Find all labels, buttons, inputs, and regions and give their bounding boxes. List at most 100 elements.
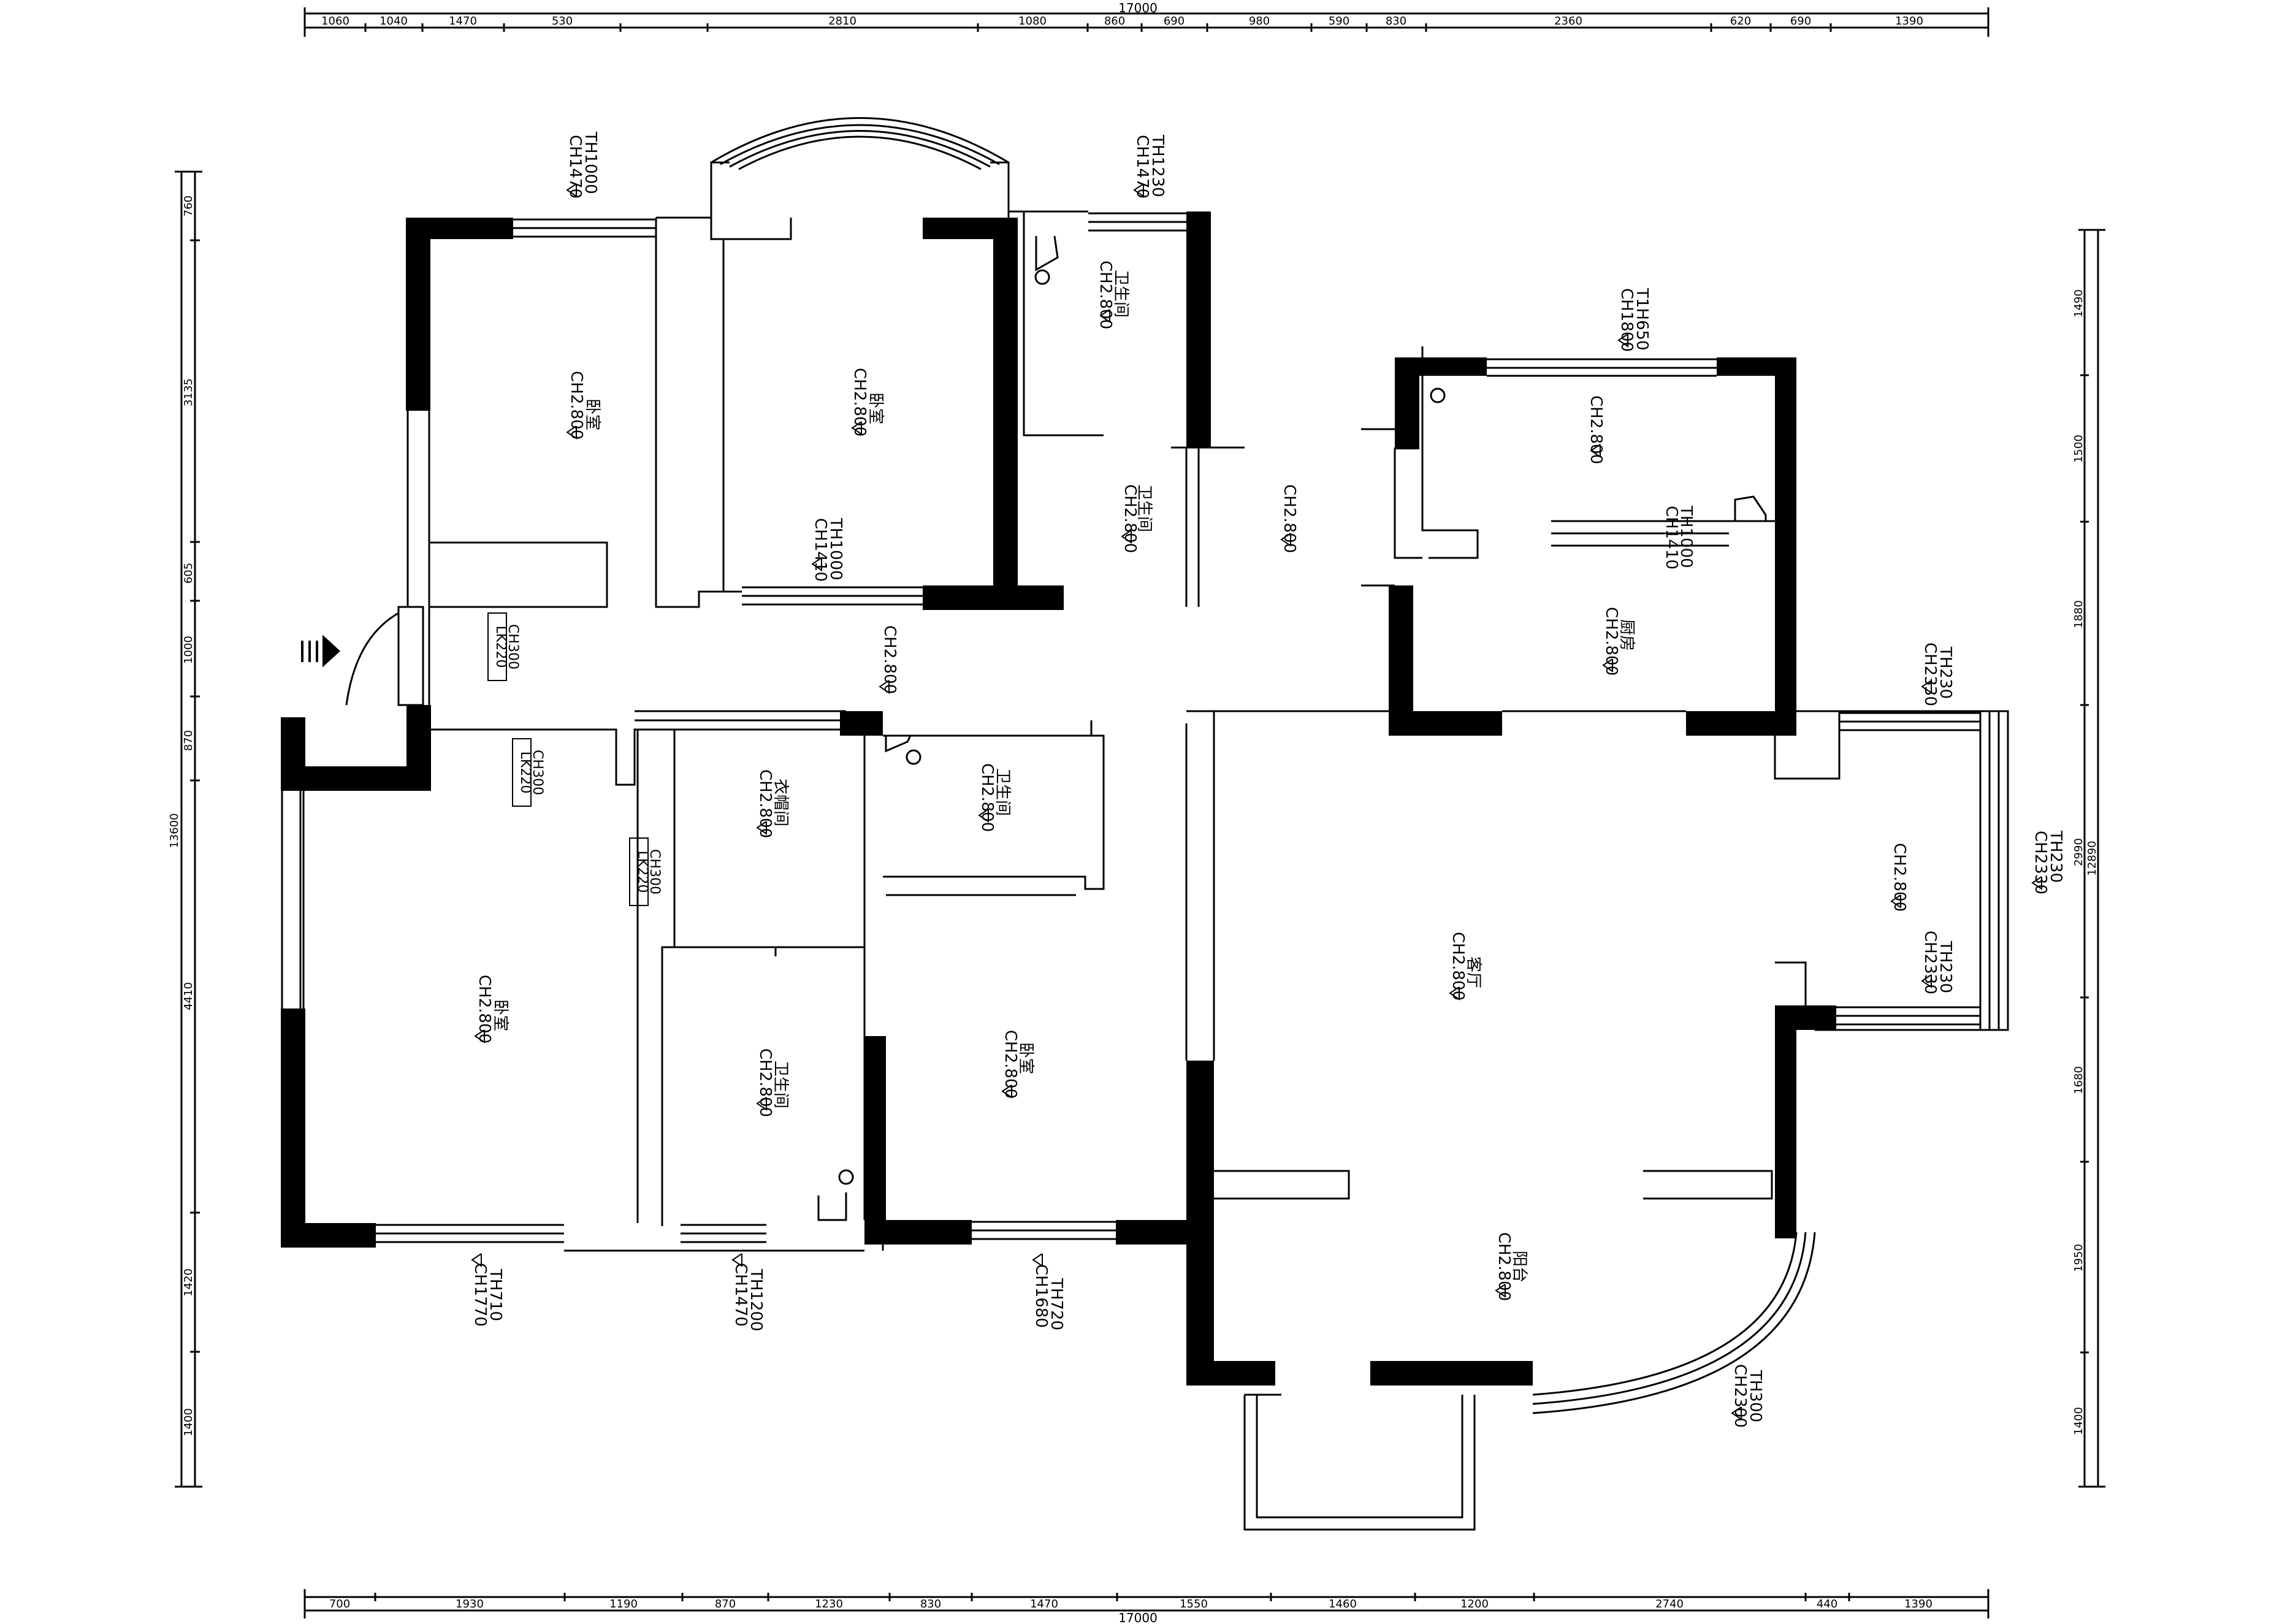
lk-tags: [487, 612, 649, 906]
window-th: TH1230: [1148, 134, 1167, 197]
lk-label: LK220: [493, 626, 508, 668]
lk-label: LK220: [635, 851, 650, 893]
top-dimension-chain: [303, 7, 1990, 37]
dim-label: 440: [1817, 1598, 1837, 1611]
window-ch: CH2300: [1731, 1364, 1749, 1428]
solid-walls: [281, 212, 1836, 1386]
dim-label: 1390: [1904, 1598, 1932, 1611]
dim-label: 620: [1730, 15, 1751, 28]
dim-label: 1470: [1030, 1598, 1058, 1611]
room-name: 厨房: [1617, 619, 1636, 651]
dim-label: 690: [1790, 15, 1811, 28]
dim-label: 2810: [828, 15, 857, 28]
ceiling-height: CH2.800: [1587, 395, 1605, 464]
dim-label: 1930: [456, 1598, 484, 1611]
dim-label: 1400: [2072, 1407, 2085, 1435]
top-total-dimension: 17000: [1118, 1, 1158, 15]
ceiling-height: CH2.800: [1890, 843, 1909, 912]
dim-label: 1400: [182, 1408, 195, 1436]
window-ch: CH1680: [1032, 1264, 1050, 1328]
ch-label: CH300: [647, 849, 662, 894]
window-th: T1H650: [1633, 288, 1651, 351]
left-dimension-chain: [175, 170, 202, 1488]
window-th: TH230: [2047, 830, 2065, 883]
room-name: 卫生间: [1112, 270, 1130, 318]
window-th: TH230: [1936, 646, 1955, 699]
dim-label: 590: [1329, 15, 1349, 28]
ceiling-height: CH2.800: [1495, 1232, 1513, 1301]
lk-label: LK220: [517, 752, 533, 794]
window-th: TH1000: [826, 517, 845, 581]
dim-label: 1460: [1329, 1598, 1357, 1611]
ch-label: CH300: [505, 624, 521, 669]
lk-tag-labels: LK220 CH300 LK220 CH300 LK220 CH300: [493, 624, 662, 894]
window-th: TH720: [1047, 1278, 1066, 1330]
curved-balcony-wall: [1532, 1232, 1816, 1414]
window-ch: CH2330: [1921, 642, 1939, 706]
dim-label: 700: [329, 1598, 350, 1611]
dim-label: 1680: [2072, 1066, 2085, 1094]
dim-label: 1880: [2072, 600, 2085, 628]
dim-label: 1390: [1895, 15, 1923, 28]
window-ch: CH1470: [731, 1263, 750, 1327]
dim-label: 1190: [609, 1598, 638, 1611]
room-name: 卧室: [583, 398, 601, 430]
ceiling-height: CH2.800: [756, 1048, 774, 1117]
dim-label: 1000: [182, 636, 195, 664]
dim-label: 530: [552, 15, 573, 28]
ceiling-height: CH2.800: [1449, 932, 1467, 1001]
window-th: TH710: [486, 1268, 505, 1321]
drain-icon: [906, 749, 921, 765]
room-name: 卧室: [491, 999, 509, 1031]
right-dimension-chain: [2078, 229, 2105, 1488]
window-ch: CH1770: [471, 1263, 489, 1327]
top-dimension-labels: 1060 1040 1470 530 2810 1080 860 690 980…: [321, 15, 1923, 28]
window-th: TH1200: [747, 1268, 765, 1332]
dim-label: 1200: [1460, 1598, 1489, 1611]
room-name: 卫生间: [1135, 484, 1153, 532]
dim-label: 2360: [1554, 15, 1582, 28]
window-th: TH1000: [1677, 505, 1695, 568]
drain-icon: [838, 1169, 854, 1185]
room-labels: 卧室 CH2.800 卧室 CH2.800 卫生间 CH2.800 卫生间 CH…: [475, 261, 1909, 1301]
room-name: 卧室: [1017, 1042, 1035, 1074]
right-total-dimension: 12890: [2086, 841, 2099, 875]
dim-label: 830: [1386, 15, 1406, 28]
dim-label: 830: [920, 1598, 941, 1611]
dim-label: 1950: [2072, 1244, 2085, 1272]
dim-label: 1060: [321, 15, 349, 28]
dim-label: 980: [1249, 15, 1270, 28]
window-ch: CH2330: [1921, 931, 1939, 994]
entry-door: [345, 606, 424, 706]
window-ch: CH1470: [1133, 135, 1151, 199]
dim-label: 2740: [1655, 1598, 1684, 1611]
height-markers: [471, 183, 2042, 1420]
window-ch: CH1410: [1662, 506, 1681, 570]
window-th: TH230: [1936, 940, 1955, 993]
ceiling-height: CH2.800: [1280, 484, 1299, 553]
room-name: 卫生间: [993, 768, 1012, 816]
window-labels: TH1000 CH1470 TH1230 CH1470 TH1000 CH141…: [471, 131, 2065, 1428]
window-ch: CH2330: [2031, 831, 2050, 894]
ch-label: CH300: [530, 750, 545, 795]
bottom-dimension-chain: [303, 1589, 1990, 1618]
window-th: TH300: [1746, 1370, 1765, 1422]
bottom-dimension-labels: 700 1930 1190 870 1230 830 1470 1550 146…: [329, 1598, 1932, 1611]
windows: [281, 212, 1980, 1243]
right-dimension-labels: 12890 1490 1500 1880 2990 1680 1950 1400: [2072, 289, 2099, 1435]
room-name: 卫生间: [771, 1061, 790, 1108]
bottom-total-dimension: 17000: [1118, 1611, 1158, 1624]
ceiling-height: CH2.800: [1096, 261, 1115, 329]
dim-label: 1040: [380, 15, 408, 28]
room-name: 阳台: [1510, 1251, 1528, 1283]
ceiling-height: CH2.800: [1121, 484, 1139, 553]
dim-label: 870: [715, 1598, 736, 1611]
entry-arrow-icon: [301, 635, 340, 668]
window-ch: CH1470: [566, 135, 584, 199]
dim-label: 760: [182, 196, 195, 216]
room-name: 卧室: [866, 392, 885, 424]
ceiling-height: CH2.800: [1001, 1030, 1020, 1099]
dim-label: 860: [1104, 15, 1125, 28]
ceiling-height: CH2.800: [1602, 607, 1620, 676]
